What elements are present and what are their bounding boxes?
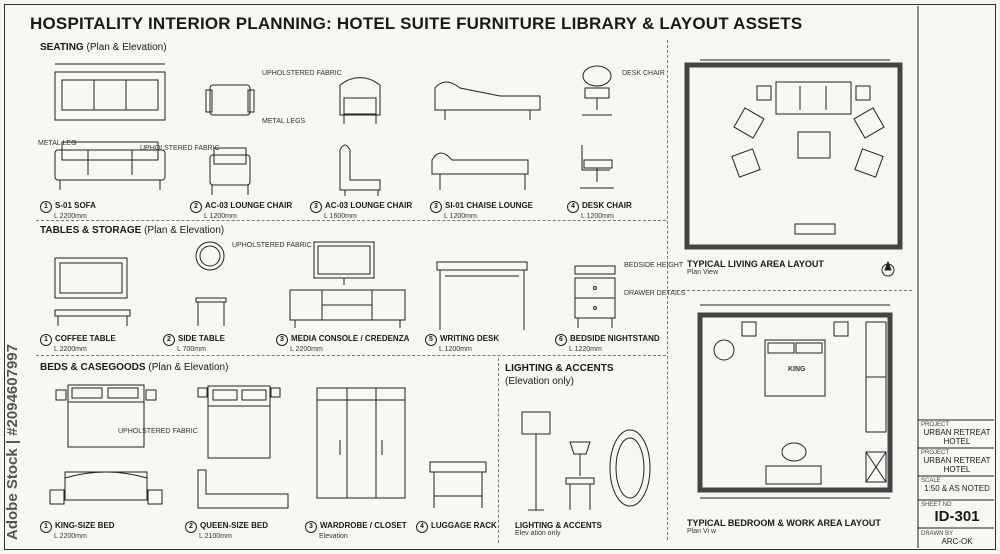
coffee-table bbox=[54, 257, 131, 326]
luggage-rack bbox=[429, 461, 487, 508]
bedroom-layout-plan bbox=[697, 304, 893, 499]
title-block-frame bbox=[917, 6, 994, 548]
annotation: UPHOLSTERED FABRIC bbox=[118, 428, 198, 435]
bed-label: KING bbox=[788, 366, 806, 373]
sofa-elevation bbox=[54, 141, 166, 190]
divider bbox=[36, 355, 666, 356]
annotation: METAL LEGS bbox=[262, 118, 306, 125]
section-title-tables: TABLES & STORAGE (Plan & Elevation) bbox=[40, 225, 225, 236]
annotation: UPHOLSTERED FABRIC bbox=[140, 145, 220, 152]
annotation: METAL LEG bbox=[38, 140, 77, 147]
section-title-beds: BEDS & CASEGOODS (Plan & Elevation) bbox=[40, 362, 229, 373]
sofa-plan bbox=[54, 63, 166, 121]
lounge-chair-1 bbox=[205, 84, 255, 195]
annotation: DESK CHAIR bbox=[622, 70, 665, 77]
page-title: HOSPITALITY INTERIOR PLANNING: HOTEL SUI… bbox=[30, 14, 803, 33]
annotation: BEDSIDE HEIGHT bbox=[624, 262, 684, 269]
chaise-lounge bbox=[431, 81, 541, 190]
section-title-lighting: LIGHTING & ACCENTS(Elevation only) bbox=[505, 363, 614, 387]
divider bbox=[672, 290, 912, 291]
lounge-chair-2 bbox=[339, 77, 381, 196]
wardrobe bbox=[316, 387, 406, 499]
annotation: DRAWER DETAILS bbox=[624, 290, 686, 297]
divider bbox=[667, 40, 668, 540]
king-bed bbox=[49, 384, 163, 505]
drawing-sheet-border bbox=[4, 4, 996, 550]
annotation: UPHOLSTERED FABRIC bbox=[262, 70, 342, 77]
annotation: UPHOLSTERED FABRIC bbox=[232, 242, 312, 249]
bedside-nightstand bbox=[574, 265, 616, 328]
divider bbox=[36, 220, 666, 221]
divider bbox=[498, 358, 499, 543]
side-table bbox=[195, 241, 227, 326]
section-title-seating: SEATING (Plan & Elevation) bbox=[40, 42, 167, 53]
living-layout-plan bbox=[684, 59, 903, 277]
desk-chair bbox=[580, 65, 614, 189]
lighting-fixtures bbox=[521, 411, 651, 511]
writing-desk bbox=[436, 261, 528, 330]
media-console bbox=[289, 241, 406, 328]
queen-bed bbox=[197, 385, 289, 509]
